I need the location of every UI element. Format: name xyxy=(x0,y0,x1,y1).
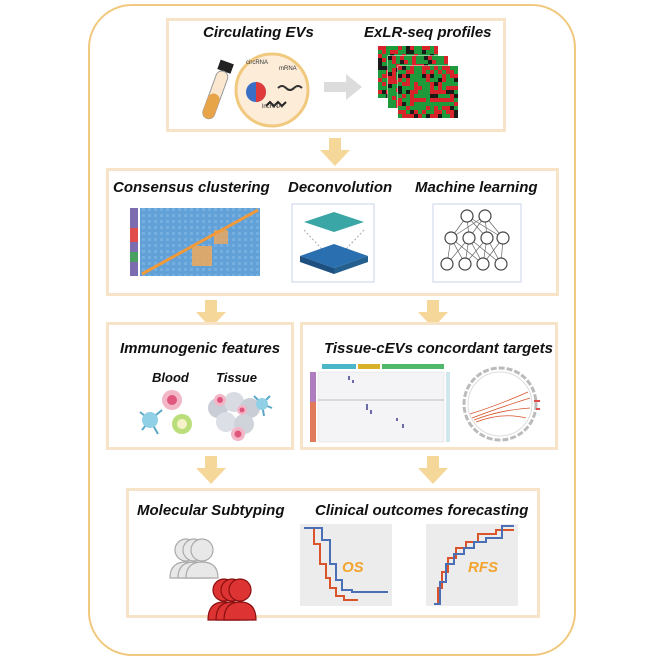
title-tissue-cevs: Tissue-cEVs concordant targets xyxy=(324,340,553,357)
title-circulating-evs: Circulating EVs xyxy=(203,24,314,41)
title-machine-learning: Machine learning xyxy=(415,179,538,196)
label-mrna: mRNA xyxy=(279,66,297,72)
label-lncrna: lncRNA xyxy=(262,104,283,110)
test-tube-icon xyxy=(202,59,234,120)
arrow-down-3a xyxy=(196,456,226,484)
arrow-down-1 xyxy=(320,138,350,166)
title-molecular-subtyping: Molecular Subtyping xyxy=(137,502,285,519)
label-blood: Blood xyxy=(152,370,189,385)
arrow-down-3b xyxy=(418,456,448,484)
consensus-matrix-icon xyxy=(130,208,260,276)
title-deconvolution: Deconvolution xyxy=(288,179,393,196)
label-rfs: RFS xyxy=(468,559,498,576)
concordant-heatmap-icon xyxy=(310,364,450,443)
gray-arrow-icon xyxy=(324,74,362,100)
label-circrna: circRNA xyxy=(246,60,268,66)
arrow-down-2b xyxy=(418,300,448,328)
panel-immunogenic xyxy=(106,322,294,450)
rna-zoom-icon xyxy=(234,52,310,128)
title-exlr-seq: ExLR-seq profiles xyxy=(364,24,492,41)
rfs-curve-icon xyxy=(426,524,518,606)
title-immunogenic-features: Immunogenic features xyxy=(120,340,281,357)
arrow-down-2a xyxy=(196,300,226,328)
blood-cells-icon xyxy=(139,390,192,435)
heatmap-stack-icon xyxy=(377,45,459,119)
circos-plot-icon xyxy=(462,366,540,442)
os-curve-icon xyxy=(300,524,392,606)
title-clinical-outcomes: Clinical outcomes forecasting xyxy=(315,502,529,519)
subtype-people-icon xyxy=(169,538,257,621)
label-os: OS xyxy=(342,559,364,576)
neural-network-icon xyxy=(432,203,522,283)
title-consensus-clustering: Consensus clustering xyxy=(113,179,270,196)
tissue-cells-icon xyxy=(208,392,273,441)
deconvolution-icon xyxy=(291,203,375,283)
label-tissue: Tissue xyxy=(216,370,257,385)
